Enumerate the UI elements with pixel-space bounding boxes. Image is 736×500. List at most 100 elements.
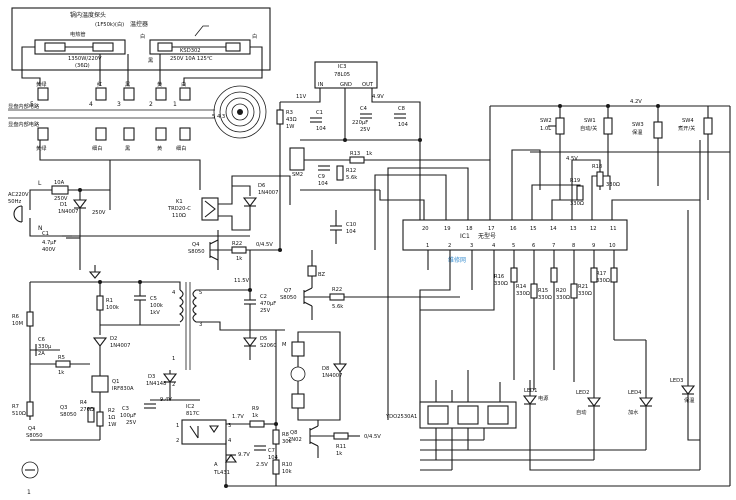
c8-val: 104: [398, 122, 409, 128]
r20-label: R20: [556, 288, 566, 294]
lower-color-5: 细白: [176, 144, 186, 152]
top-sensor-assembly: 锅内温度探头 (1F50k)(白) 温控器 电热管 1350W/220V (36…: [11, 7, 271, 71]
c2-v: 25V: [260, 308, 271, 314]
led-resistors: R16 330Ω R14 330Ω R15 330Ω R20 330Ω R21 …: [494, 267, 618, 390]
c6-v: 2A: [38, 351, 45, 357]
heating-coil: 5 4 3: [212, 85, 267, 139]
ic1-pin-11: 11: [610, 226, 617, 232]
sensor-interface: SM2 R13 1k C9 104 R12 5.6k: [289, 147, 470, 191]
led2-label: LED2: [576, 390, 589, 396]
d3-part: 1N4148: [146, 381, 166, 387]
wire-color-left: 黄绿: [36, 80, 47, 88]
ic1-pin-3: 3: [470, 243, 473, 249]
led3-label: LED3: [670, 378, 683, 384]
ic1-pin-9: 9: [592, 243, 595, 249]
r22-label: R22: [232, 241, 242, 247]
ic1-part: 无型号: [478, 232, 496, 240]
r22-val: 1k: [236, 256, 242, 262]
d2-label: D2: [110, 336, 117, 342]
ic3-pin-out: OUT: [362, 82, 374, 88]
opto-pin-3: 3: [228, 423, 231, 429]
ic1-label: IC1: [460, 233, 470, 240]
d2-part: 1N4007: [110, 343, 130, 349]
c10-label: C10: [346, 222, 356, 228]
r17-label: R17: [596, 271, 606, 277]
ic2-label: IC2: [186, 404, 194, 410]
sensor-spec: (1F50k)(白): [95, 20, 124, 28]
r10-label: R10: [282, 462, 292, 468]
ic1-pin-18: 18: [466, 226, 473, 232]
lower-color-4: 黄: [157, 144, 162, 152]
r22b-val: 5.6k: [332, 304, 343, 310]
r7-label: R7: [12, 404, 19, 410]
led4-label: LED4: [628, 390, 642, 396]
opto-pin-4: 4: [228, 438, 232, 444]
q8-part: 2N02: [288, 437, 302, 443]
led3-name: 保温: [684, 396, 694, 404]
heater-label: 电热管: [70, 30, 86, 38]
c6-val: 330μ: [38, 344, 52, 350]
c5-label: C5: [150, 296, 157, 302]
lower-pins: 黄绿 细白 黑 黄 细白: [36, 127, 191, 152]
r3-val: 43Ω: [286, 117, 297, 123]
ic1-bottom-pins: 1 2 3 4 5 6 7 8 9 10: [426, 243, 616, 249]
v115-label: 11.5V: [234, 278, 250, 284]
r19-val: 330Ω: [570, 201, 584, 207]
r5-label: R5: [58, 355, 65, 361]
ic1-pin-16: 16: [510, 226, 517, 232]
power-input: AC220V 50Hz L N 10A 250V D1 1N4007 C1 4.…: [8, 140, 250, 279]
r2-val: 1Ω: [108, 415, 115, 421]
c1b-val: 104: [316, 126, 327, 132]
v45-label: 4.5V: [566, 156, 578, 162]
r9-val: 1k: [252, 413, 258, 419]
coil-pins: 5 4 3: [212, 114, 225, 120]
led1-label: LED1: [524, 388, 537, 394]
c8-label: C8: [398, 106, 405, 112]
sw1-switch[interactable]: SW1 自动/关: [580, 117, 613, 135]
q4b-part: S8050: [26, 433, 43, 439]
r7-val: 510Ω: [12, 411, 26, 417]
ic3-pin-gnd: GND: [340, 82, 352, 88]
r16-val: 330Ω: [494, 281, 508, 287]
sw4-name: 煮开/关: [678, 124, 695, 132]
pin-num-2: 2: [149, 101, 153, 108]
sw1-label: SW1: [584, 118, 596, 124]
r9-label: R9: [252, 406, 259, 412]
regulator-section: IC3 78L05 IN GND OUT 11V 4.9V R3 43Ω 1W …: [276, 61, 421, 250]
controller-label: 温控器: [130, 20, 148, 28]
d6-label: D6: [258, 183, 265, 189]
r20-val: 330Ω: [556, 295, 570, 301]
sw3-switch[interactable]: SW3 保温: [632, 121, 663, 139]
pin-num-5: 5: [30, 101, 34, 108]
sm2-label: SM2: [292, 172, 303, 178]
r6-val: 10M: [12, 321, 23, 327]
motor-voltage: 0/4.5V: [364, 434, 381, 440]
ic1-pin-17: 17: [488, 226, 495, 232]
freq-label: 50Hz: [8, 199, 22, 205]
c1-val: 4.7μF: [42, 240, 57, 246]
d1-label: D1: [60, 202, 67, 208]
ic1-pin-2: 2: [448, 243, 451, 249]
r3-power: 1W: [286, 124, 294, 130]
sw2-switch[interactable]: SW2 1.0L: [540, 117, 565, 135]
led2: LED2 自动: [576, 390, 602, 416]
r1-val: 100k: [106, 305, 119, 311]
c1-label: C1: [42, 231, 49, 237]
heater-spec2: (36Ω): [75, 63, 90, 69]
lower-color-1: 黄绿: [36, 144, 47, 152]
watermark: 维修网: [448, 256, 466, 264]
r5-val: 1k: [58, 370, 64, 376]
c6-label: C6: [38, 337, 45, 343]
ic3-label: IC3: [338, 64, 346, 70]
lower-board-label: 显盘内部电路: [8, 120, 40, 128]
d8-label: D8: [322, 366, 329, 372]
upper-color-2: 红: [97, 80, 102, 88]
led1-name: 电源: [538, 394, 549, 402]
q4b-label: Q4: [28, 426, 36, 432]
ic1-pin-5: 5: [512, 243, 515, 249]
l-label: L: [38, 180, 42, 187]
c9-val: 104: [318, 181, 329, 187]
ic1-pin-12: 12: [590, 226, 597, 232]
tl-a-label: A: [214, 462, 218, 468]
sw4-switch[interactable]: SW4 煮开/关: [678, 117, 713, 135]
